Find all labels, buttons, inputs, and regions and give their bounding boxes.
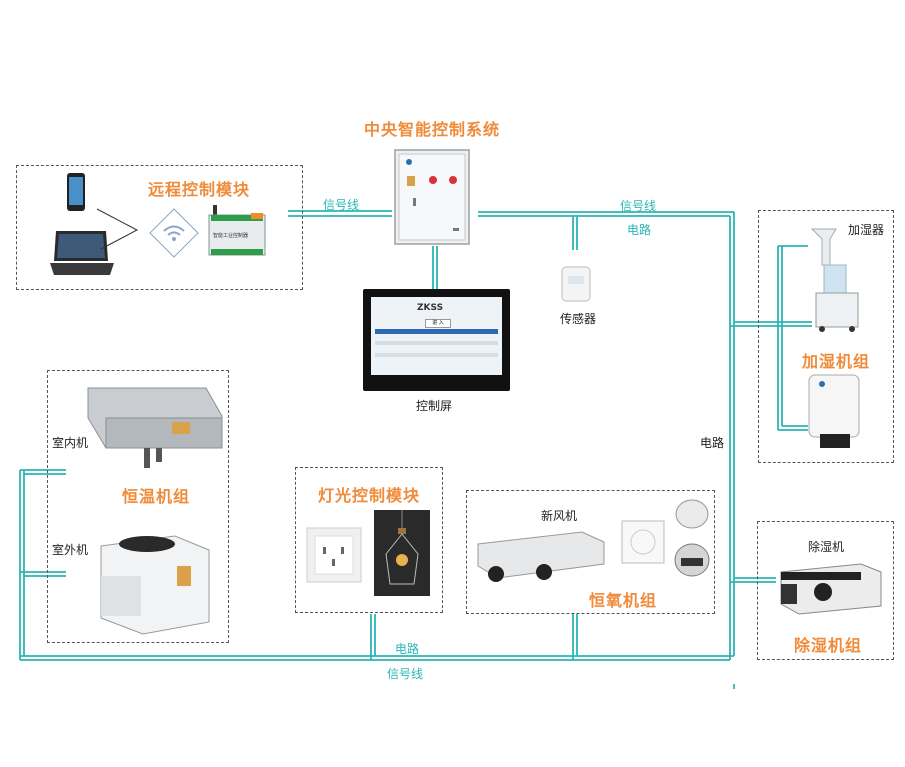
control-screen-display: ZKSS 进 入 bbox=[371, 297, 502, 375]
control-screen-label: 控制屏 bbox=[416, 399, 453, 413]
wifi-icon bbox=[148, 207, 200, 259]
outdoor-unit-label: 室外机 bbox=[52, 543, 89, 557]
dehumid-box bbox=[757, 521, 894, 660]
screen-brand: ZKSS bbox=[417, 303, 444, 313]
industrial-controller-image: 智能工业控制器 bbox=[207, 205, 267, 257]
lighting-title: 灯光控制模块 bbox=[318, 486, 421, 505]
fresh-air-label: 新风机 bbox=[541, 509, 578, 523]
screen-enter-button[interactable]: 进 入 bbox=[425, 319, 451, 328]
thermo-title: 恒温机组 bbox=[122, 487, 191, 506]
controller-text: 智能工业控制器 bbox=[213, 233, 249, 239]
humidifier-label: 加湿器 bbox=[848, 223, 885, 237]
humidify-title: 加湿机组 bbox=[802, 352, 871, 371]
power-wire-bottom-label: 电路 bbox=[395, 642, 420, 656]
indoor-unit-image bbox=[86, 386, 224, 474]
oxygen-title: 恒氧机组 bbox=[589, 591, 658, 610]
wall-humidifier-image bbox=[808, 374, 860, 450]
sensor-image bbox=[561, 266, 591, 302]
control-screen-image: ZKSS 进 入 bbox=[363, 289, 510, 391]
signal-wire-left-label: 信号线 bbox=[323, 198, 360, 212]
dehumidifier-label: 除湿机 bbox=[808, 540, 845, 554]
connection-lines-icon bbox=[95, 205, 140, 250]
pendant-lamp-image bbox=[374, 510, 430, 596]
humidifier-image bbox=[808, 225, 862, 333]
vent-grille-image bbox=[621, 520, 665, 564]
signal-wire-top-label: 信号线 bbox=[620, 199, 657, 213]
fresh-air-unit-image bbox=[474, 528, 606, 588]
sensor-label: 传感器 bbox=[560, 312, 597, 326]
remote-module-box bbox=[16, 165, 303, 290]
central-title: 中央智能控制系统 bbox=[364, 120, 501, 139]
laptop-image bbox=[48, 229, 116, 279]
remote-module-title: 远程控制模块 bbox=[148, 180, 251, 199]
smartphone-image bbox=[66, 172, 86, 212]
power-wire-right-label: 电路 bbox=[700, 436, 725, 450]
indoor-unit-label: 室内机 bbox=[52, 436, 89, 450]
power-wire-top-label: 电路 bbox=[627, 223, 652, 237]
signal-wire-bottom-label: 信号线 bbox=[387, 667, 424, 681]
outdoor-unit-image bbox=[95, 526, 213, 638]
diffuser-image bbox=[673, 498, 711, 588]
thermo-box bbox=[47, 370, 229, 643]
humidify-box bbox=[758, 210, 894, 463]
dehumidifier-image bbox=[777, 560, 883, 618]
power-socket-image bbox=[306, 527, 362, 583]
control-cabinet-image bbox=[393, 148, 473, 246]
oxygen-box bbox=[466, 490, 715, 614]
dehumid-title: 除湿机组 bbox=[794, 636, 863, 655]
lighting-box bbox=[295, 467, 443, 613]
